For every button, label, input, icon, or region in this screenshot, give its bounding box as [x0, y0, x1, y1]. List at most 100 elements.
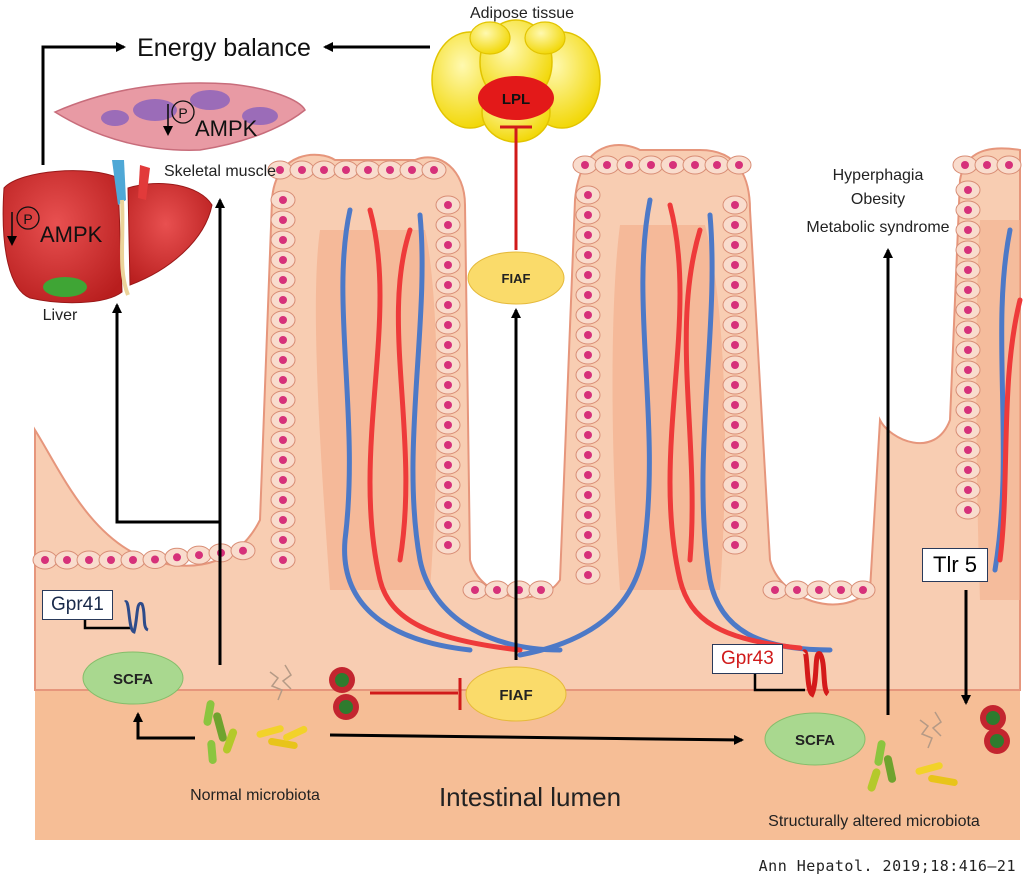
- cell-nucleus: [964, 226, 972, 234]
- cell-nucleus: [444, 201, 452, 209]
- cell-nucleus: [961, 161, 969, 169]
- cell-nucleus: [430, 166, 438, 174]
- cell-nucleus: [279, 216, 287, 224]
- cell-nucleus: [85, 556, 93, 564]
- tlr5-box: Tlr 5: [922, 548, 988, 582]
- cell-nucleus: [279, 496, 287, 504]
- cell-nucleus: [964, 246, 972, 254]
- cell-nucleus: [279, 236, 287, 244]
- cell-nucleus: [1005, 161, 1013, 169]
- energy-balance-title: Energy balance: [137, 34, 311, 62]
- cell-nucleus: [731, 341, 739, 349]
- cell-nucleus: [320, 166, 328, 174]
- cell-nucleus: [364, 166, 372, 174]
- cell-nucleus: [584, 351, 592, 359]
- cell-nucleus: [584, 311, 592, 319]
- cell-nucleus: [493, 586, 501, 594]
- cell-nucleus: [793, 586, 801, 594]
- cell-nucleus: [195, 551, 203, 560]
- cell-nucleus: [731, 401, 739, 409]
- cell-nucleus: [584, 471, 592, 479]
- cell-nucleus: [584, 251, 592, 259]
- phospho-muscle: P: [178, 105, 187, 121]
- ampk-liver: P AMPK: [7, 206, 103, 247]
- cell-nucleus: [964, 466, 972, 474]
- cell-nucleus: [731, 261, 739, 269]
- gpr43-receptor: [801, 649, 831, 698]
- cell-nucleus: [444, 321, 452, 329]
- cell-nucleus: [731, 281, 739, 289]
- ampk-liver-label: AMPK: [40, 222, 103, 247]
- cell-nucleus: [444, 381, 452, 389]
- cell-nucleus: [584, 451, 592, 459]
- cell-nucleus: [731, 481, 739, 489]
- cell-nucleus: [537, 586, 545, 594]
- cell-nucleus: [964, 266, 972, 274]
- cell-nucleus: [647, 161, 655, 169]
- cell-nucleus: [444, 421, 452, 429]
- cell-nucleus: [444, 441, 452, 449]
- scfa-right-label: SCFA: [795, 732, 835, 749]
- cell-nucleus: [444, 281, 452, 289]
- villus-core-2: [612, 225, 725, 590]
- cell-nucleus: [731, 381, 739, 389]
- cell-nucleus: [735, 161, 743, 169]
- cell-nucleus: [584, 531, 592, 539]
- gpr41-box: Gpr41: [42, 590, 113, 620]
- cell-nucleus: [964, 426, 972, 434]
- cell-nucleus: [444, 261, 452, 269]
- phospho-liver: P: [23, 211, 32, 227]
- cell-nucleus: [731, 221, 739, 229]
- cell-nucleus: [584, 571, 592, 579]
- fiaf-top: [467, 251, 565, 305]
- cell-nucleus: [964, 346, 972, 354]
- cell-nucleus: [239, 546, 247, 555]
- intestinal-lumen-label: Intestinal lumen: [439, 782, 621, 812]
- cell-nucleus: [408, 166, 416, 174]
- cell-nucleus: [815, 586, 823, 594]
- cell-nucleus: [731, 441, 739, 449]
- cell-nucleus: [731, 461, 739, 469]
- altered-microbiota-label: Structurally altered microbiota: [768, 813, 980, 830]
- cell-nucleus: [63, 556, 71, 564]
- cell-nucleus: [584, 331, 592, 339]
- fiaf-bottom: [465, 666, 567, 722]
- ampk-muscle-label: AMPK: [195, 116, 258, 141]
- cell-nucleus: [107, 556, 115, 564]
- outcome-obesity: Obesity: [851, 191, 905, 208]
- cell-nucleus: [279, 536, 287, 544]
- gpr43-box: Gpr43: [712, 644, 783, 674]
- cell-nucleus: [584, 271, 592, 279]
- cell-nucleus: [444, 341, 452, 349]
- cell-nucleus: [983, 161, 991, 169]
- cell-nucleus: [731, 241, 739, 249]
- cell-nucleus: [279, 256, 287, 264]
- cell-nucleus: [41, 556, 49, 564]
- cell-nucleus: [691, 161, 699, 169]
- cell-nucleus: [279, 376, 287, 384]
- cell-nucleus: [584, 391, 592, 399]
- altered-microbiota-bacteria: [867, 705, 1010, 792]
- cell-nucleus: [444, 401, 452, 409]
- cell-nucleus: [444, 461, 452, 469]
- cell-nucleus: [386, 166, 394, 174]
- cell-nucleus: [964, 406, 972, 414]
- cell-nucleus: [584, 551, 592, 559]
- cell-nucleus: [279, 316, 287, 324]
- cell-nucleus: [584, 511, 592, 519]
- cell-nucleus: [444, 221, 452, 229]
- fiaf-top-label: FIAF: [502, 271, 531, 286]
- cell-nucleus: [279, 196, 287, 204]
- cell-nucleus: [581, 161, 589, 169]
- cell-nucleus: [625, 161, 633, 169]
- liver-label: Liver: [43, 307, 78, 324]
- cell-nucleus: [276, 166, 284, 174]
- cell-nucleus: [279, 456, 287, 464]
- cell-nucleus: [731, 301, 739, 309]
- cell-nucleus: [584, 491, 592, 499]
- cell-nucleus: [731, 201, 739, 209]
- cell-nucleus: [964, 446, 972, 454]
- cell-nucleus: [731, 541, 739, 549]
- cell-nucleus: [279, 356, 287, 364]
